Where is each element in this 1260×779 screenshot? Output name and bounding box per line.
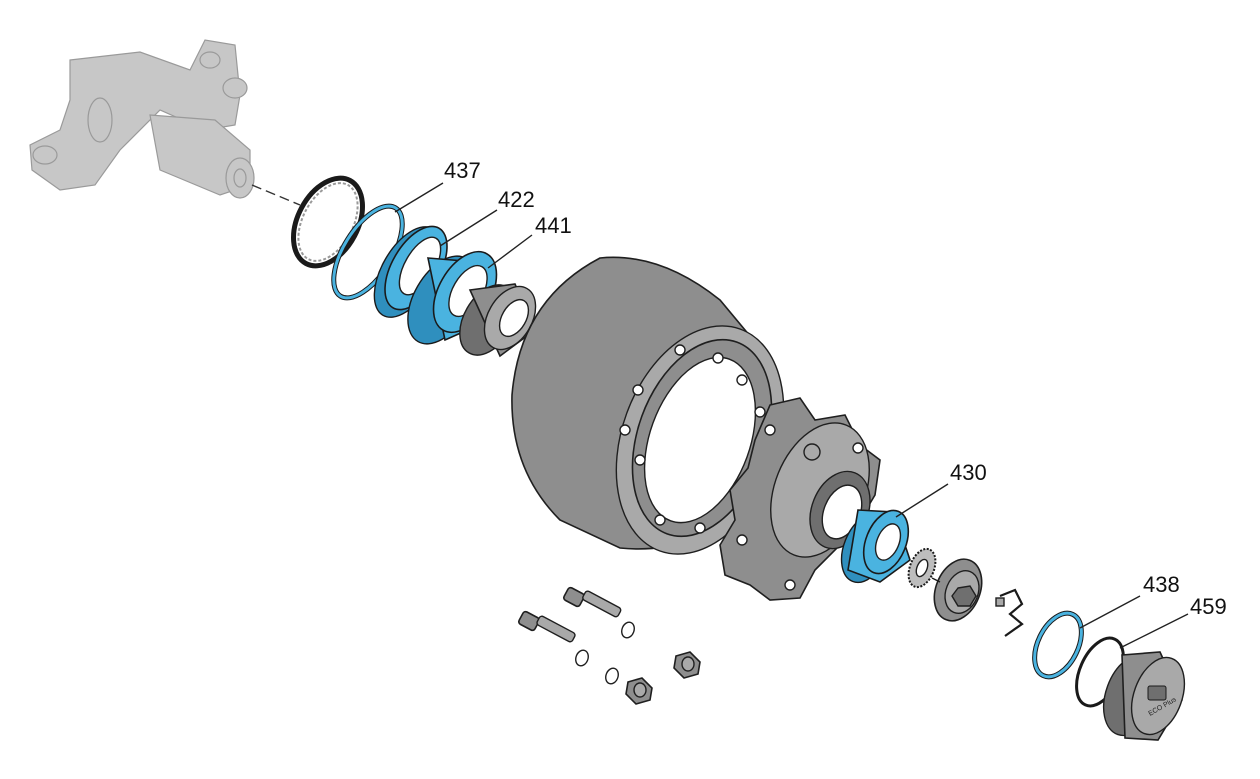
leader-441 [487,234,533,269]
washer-a [621,621,635,639]
bolts-and-nuts [518,586,701,705]
leader-459 [1119,613,1189,649]
leader-430 [895,483,949,518]
leader-422 [439,209,498,247]
callout-438: 438 [1143,572,1180,597]
callout-437: 437 [444,158,481,183]
callout-422: 422 [498,187,535,212]
callout-441: 441 [535,213,572,238]
nut-a [673,651,701,679]
washer-b [575,649,589,667]
lock-washer [907,547,937,589]
washer-c [605,667,619,685]
steering-knuckle [29,39,301,206]
bolt-2 [518,610,576,643]
bearing-cone [459,283,537,358]
retainer-clip [995,588,1024,637]
leader-438 [1079,595,1141,629]
bolt-1 [563,586,622,618]
callout-leaders [394,182,1189,649]
callout-labels: 437 422 441 430 438 459 [444,158,1227,619]
spindle-nut [931,558,983,622]
nut-b [625,677,653,705]
part-438-snap-ring [1032,610,1084,680]
hub-cap: ECO Plus [1102,651,1186,741]
callout-459: 459 [1190,594,1227,619]
wheel-hub [719,397,881,601]
part-430-outer-bearing [840,509,911,584]
callout-430: 430 [950,460,987,485]
leader-437 [394,182,444,213]
